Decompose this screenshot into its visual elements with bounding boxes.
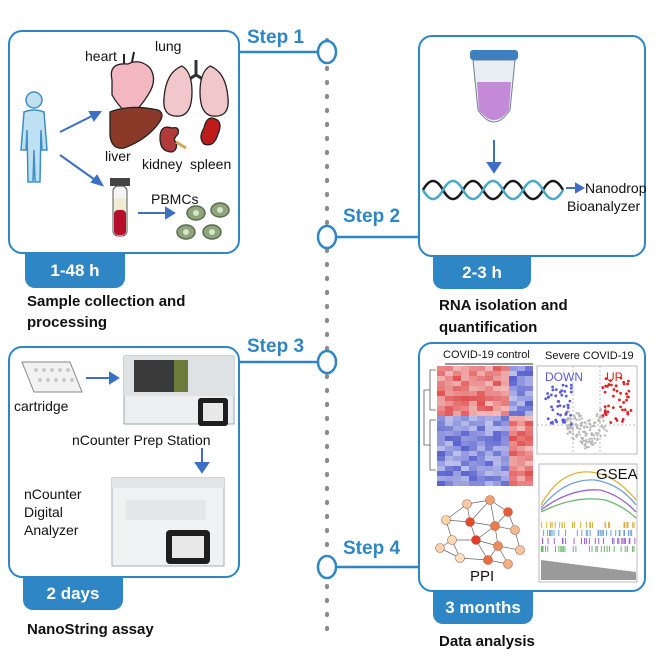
gsea-plot (538, 463, 638, 583)
label-analyzer-2: Digital (24, 504, 63, 520)
liver-icon (109, 106, 163, 149)
timeline-node-2 (316, 224, 338, 250)
kidney-icon (159, 126, 187, 153)
caption-3: NanoString assay (27, 621, 154, 638)
heart-icon (110, 51, 155, 117)
panel-rna-isolation (418, 35, 646, 257)
tube-icon (470, 50, 518, 123)
label-kidney: kidney (142, 156, 183, 172)
heatmap-header: COVID-19 control (443, 349, 530, 361)
digital-analyzer-icon (111, 477, 225, 567)
label-prep-station: nCounter Prep Station (72, 432, 211, 448)
volcano-title: Severe COVID-19 (545, 350, 634, 362)
heatmap (423, 363, 533, 486)
label-spleen: spleen (190, 156, 232, 172)
label-bioanalyzer: Bioanalyzer (567, 198, 641, 214)
duration-badge-4: 3 months (433, 592, 533, 624)
label-pbmcs: PBMCs (151, 191, 199, 207)
caption-1-line2: processing (27, 314, 108, 331)
blood-tube-icon (110, 178, 130, 237)
step-3-label: Step 3 (247, 336, 305, 357)
timeline-node-1 (316, 39, 338, 65)
step-1-label: Step 1 (247, 27, 305, 48)
label-lung: lung (155, 38, 182, 54)
label-analyzer-3: Analyzer (24, 522, 79, 538)
volcano-up-label: UP (606, 370, 623, 384)
step-4-label: Step 4 (343, 538, 401, 559)
ppi-network (435, 495, 525, 569)
volcano-plot (536, 365, 638, 455)
timeline-node-3 (316, 349, 338, 375)
caption-1-line1: Sample collection and (27, 293, 186, 310)
label-analyzer-1: nCounter (24, 486, 82, 502)
caption-2-line2: quantification (439, 319, 538, 336)
lung-icon (163, 60, 229, 117)
caption-2-line1: RNA isolation and (439, 297, 568, 314)
duration-badge-3: 2 days (23, 578, 123, 610)
duration-badge-2: 2-3 h (433, 257, 531, 289)
timeline-node-4 (316, 554, 338, 580)
gsea-label: GSEA (596, 466, 638, 483)
spleen-icon (200, 117, 221, 146)
step-2-label: Step 2 (343, 206, 401, 227)
caption-4: Data analysis (439, 633, 535, 650)
label-heart: heart (85, 48, 117, 64)
label-nanodrop: Nanodrop (585, 180, 647, 196)
label-liver: liver (105, 148, 131, 164)
ppi-label: PPI (470, 568, 495, 585)
cartridge-icon (21, 361, 83, 393)
duration-badge-1: 1-48 h (25, 254, 125, 288)
rna-helix-icon (421, 179, 565, 201)
volcano-down-label: DOWN (545, 370, 583, 384)
label-cartridge: cartridge (14, 398, 69, 414)
prep-station-icon (123, 355, 235, 426)
